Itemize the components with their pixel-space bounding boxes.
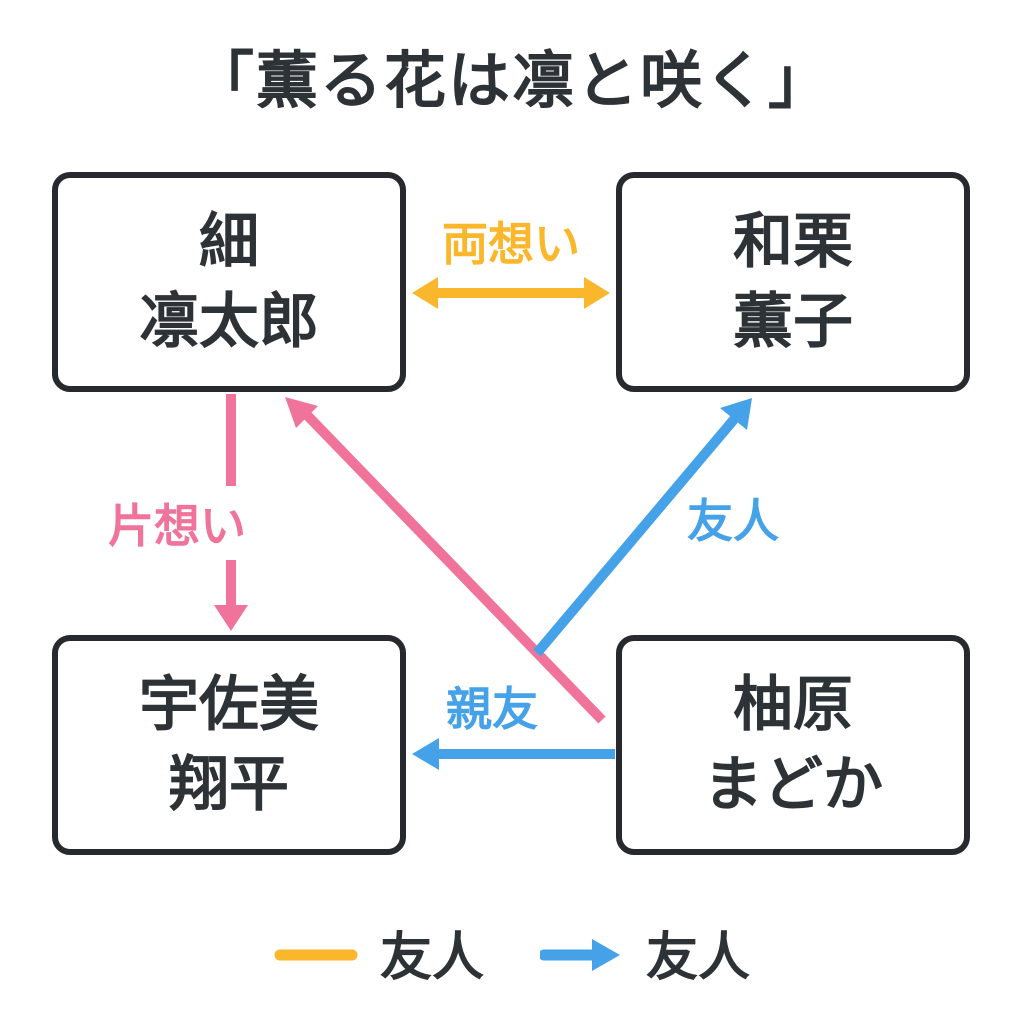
- legend-label: 友人: [646, 929, 751, 987]
- arrow-mutual-love: [412, 277, 610, 309]
- arrowhead-left-icon: [412, 277, 438, 309]
- character-box-usami: 宇佐美 翔平: [52, 635, 406, 855]
- arrowhead-down-icon: [214, 605, 248, 631]
- character-name-line: 細: [199, 208, 259, 276]
- character-name-line: 翔平: [169, 751, 289, 818]
- arrowhead-upleft-icon: [285, 397, 318, 428]
- relationship-label-mutual-love: 両想い: [442, 218, 580, 270]
- arrow-best-friend: [412, 738, 615, 770]
- arrowhead-right-icon: [584, 277, 610, 309]
- character-name-line: 柚原: [733, 671, 853, 739]
- character-name-line: 凛太郎: [139, 288, 319, 355]
- arrow-line: [533, 413, 740, 657]
- yellow-line-icon: [274, 921, 358, 985]
- character-name-line: 薫子: [733, 288, 853, 355]
- relationship-label-best-friend: 親友: [446, 683, 538, 735]
- page-title: 「薫る花は凛と咲く」: [191, 47, 832, 116]
- character-name-line: 宇佐美: [139, 671, 319, 739]
- arrowhead-left-icon: [412, 738, 439, 770]
- character-name-line: まどか: [703, 751, 883, 818]
- arrow-friend-diagonal: [533, 398, 752, 657]
- legend: 友人 友人: [0, 915, 1024, 990]
- legend-item-yellow: 友人: [274, 915, 484, 990]
- legend-label: 友人: [379, 929, 484, 987]
- arrow-line: [301, 409, 606, 724]
- arrow-one-sided-love-up: [285, 397, 606, 724]
- relationship-label-one-sided-love: 片想い: [102, 486, 252, 560]
- legend-item-blue: 友人: [540, 915, 750, 990]
- arrowhead-upright-icon: [720, 398, 752, 430]
- character-box-waguri: 和栗 薫子: [616, 172, 970, 392]
- relationship-label-friend: 友人: [687, 495, 779, 547]
- character-box-yuzuhara: 柚原 まどか: [616, 635, 970, 855]
- blue-arrow-icon: [540, 921, 624, 985]
- character-name-line: 和栗: [733, 208, 853, 276]
- character-box-tsumugi: 細 凛太郎: [52, 172, 406, 392]
